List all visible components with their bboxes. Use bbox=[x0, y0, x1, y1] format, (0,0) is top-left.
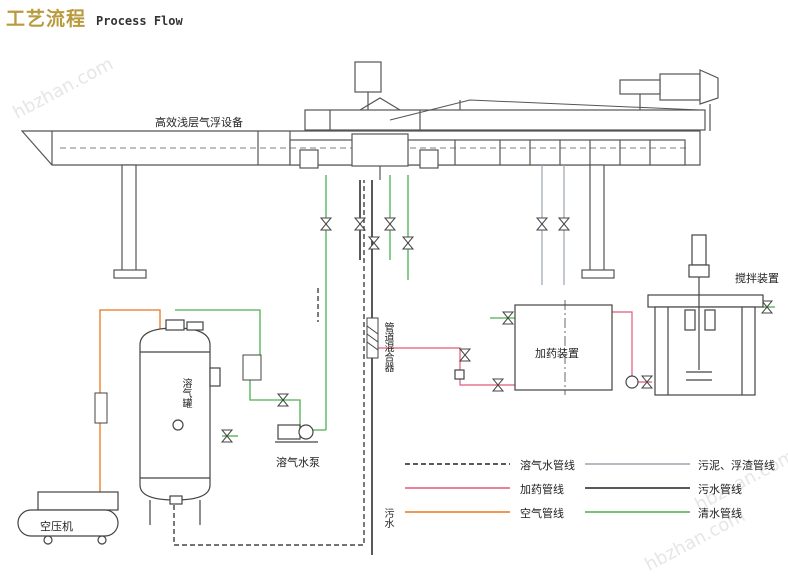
sewage-lines bbox=[359, 180, 373, 555]
legend-item: 污水管线 bbox=[698, 483, 742, 496]
label-sewage: 污水 bbox=[382, 508, 393, 528]
label-mixer: 搅拌装置 bbox=[735, 272, 779, 285]
legend-item: 溶气水管线 bbox=[520, 459, 575, 472]
dissolved-water-pump bbox=[275, 424, 318, 443]
label-pipe-mixer: 管道混合器 bbox=[382, 322, 393, 372]
air-filter bbox=[94, 392, 108, 424]
mixing-tank bbox=[647, 234, 764, 396]
dosing-tank bbox=[454, 300, 639, 395]
legend-item: 空气管线 bbox=[520, 507, 564, 520]
dissolved-air-lines bbox=[173, 180, 365, 546]
label-pump: 溶气水泵 bbox=[276, 456, 320, 469]
legend-item: 清水管线 bbox=[698, 507, 742, 520]
legend-item: 加药管线 bbox=[520, 483, 564, 496]
control-box bbox=[242, 354, 262, 381]
pipe-mixer bbox=[366, 317, 379, 359]
page-title: 工艺流程 bbox=[6, 8, 87, 30]
label-tank: 溶气罐 bbox=[180, 378, 191, 408]
dissolved-air-tank bbox=[139, 319, 221, 525]
flotation-unit bbox=[20, 61, 719, 180]
legend-lines bbox=[405, 463, 690, 513]
label-flotation-equipment: 高效浅层气浮设备 bbox=[155, 116, 243, 129]
legend-item: 污泥、浮渣管线 bbox=[698, 459, 775, 472]
support-legs bbox=[113, 164, 615, 279]
air-compressor bbox=[17, 491, 119, 545]
page-subtitle: Process Flow bbox=[96, 14, 183, 28]
header: 工艺流程 Process Flow bbox=[6, 4, 183, 31]
label-compressor: 空压机 bbox=[40, 520, 73, 533]
chemical-lines bbox=[378, 311, 652, 386]
sludge-lines bbox=[541, 165, 565, 285]
label-dosing: 加药装置 bbox=[535, 347, 579, 360]
